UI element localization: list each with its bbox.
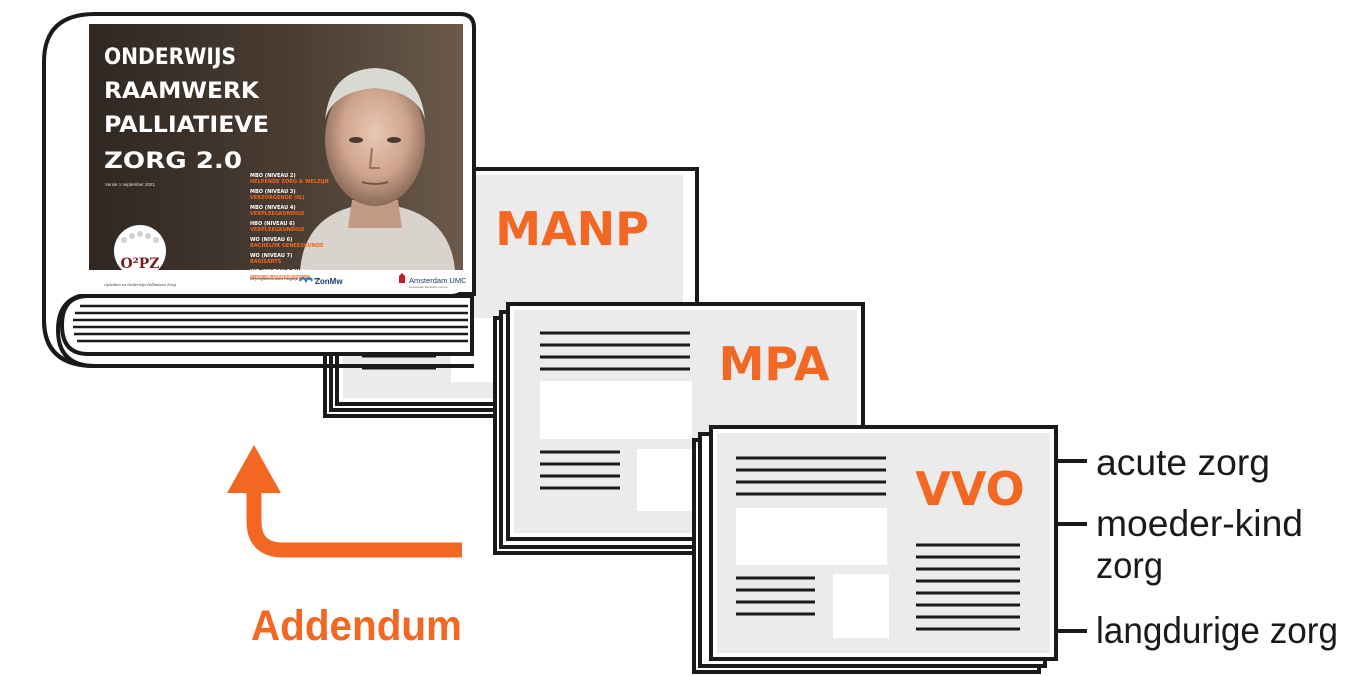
cover-level-1-sub: HELPENDE ZORG & WELZIJN <box>250 179 329 185</box>
vvo-text-lines-bottom <box>736 576 815 616</box>
cover-level-4-sub: VERPLEEGKUNDIGE <box>250 227 305 233</box>
amsterdam-umc-subtext: Universitair Medische Centra <box>409 285 448 289</box>
vvo-document-stack: VVO <box>692 425 1058 674</box>
cover-level-5-sub: BACHELOR GENEESKUNDE <box>250 243 324 249</box>
amsterdam-umc-text: Amsterdam UMC <box>409 276 467 285</box>
branch-label-acute: acute zorg <box>1096 442 1270 483</box>
vvo-image-block-small <box>833 574 889 638</box>
mpa-text-lines-top <box>540 331 690 371</box>
cover-level-3: MBO (NIVEAU 4) <box>250 205 296 211</box>
zonmw-logo-text: ZonMw <box>315 277 343 286</box>
mpa-text-lines-bottom <box>540 450 620 490</box>
cover-level-1: MBO (NIVEAU 2) <box>250 173 296 179</box>
cover-level-7-sub: GENEESKUNDIG SPECIALIST BASIS EN GEVORDE… <box>250 275 310 281</box>
mpa-image-block-wide <box>540 381 692 439</box>
cover-level-2: MBO (NIVEAU 3) <box>250 189 296 195</box>
branch-label-moeder-kind: moeder-kind <box>1096 503 1303 544</box>
o2pz-logo-text: O²PZ <box>120 256 159 272</box>
branch-label-langdurig: langdurige zorg <box>1096 610 1338 651</box>
vvo-branches: acute zorg moeder-kind zorg langdurige z… <box>1058 442 1338 651</box>
vvo-text-lines-top <box>736 456 886 496</box>
vvo-image-block-wide <box>736 508 887 565</box>
book-page-lines <box>73 304 468 343</box>
addendum-arrow <box>227 445 462 558</box>
cover-title-line-2: RAAMWERK <box>104 79 260 104</box>
cover-level-3-sub: VERPLEEGKUNDIGE <box>250 211 305 217</box>
cover-title-line-3: PALLIATIEVE <box>104 113 269 138</box>
funded-text: Dit programma wordt mogelijk gemaakt doo… <box>250 277 322 281</box>
cover-level-4: HBO (NIVEAU 6) <box>250 221 295 227</box>
zonmw-logo: ZonMw <box>299 277 343 286</box>
cover-level-7: WO (NIVEAU 8 EN 8+) <box>250 269 311 275</box>
vvo-label: VVO <box>915 462 1025 516</box>
cover-title-line-4: ZORG 2.0 <box>104 149 242 174</box>
o2pz-caption: Opleiden en Onderwijs Palliatieve Zorg <box>104 283 176 287</box>
cover-levels: MBO (NIVEAU 2) HELPENDE ZORG & WELZIJN M… <box>250 173 329 281</box>
branch-label-moeder-kind-line2: zorg <box>1096 545 1163 586</box>
mpa-image-block-small <box>637 449 695 511</box>
addendum-label: Addendum <box>251 602 462 650</box>
cover-level-6: WO (NIVEAU 7) <box>250 253 292 259</box>
book: ONDERWIJS RAAMWERK PALLIATIEVE ZORG 2.0 … <box>42 12 476 368</box>
cover-title-line-1: ONDERWIJS <box>104 45 236 70</box>
cover-level-2-sub: VERZORGENDE (IG) <box>250 195 304 201</box>
manp-label: MANP <box>495 202 649 256</box>
cover-version: Versie 1 september 2021 <box>105 182 156 187</box>
amsterdam-umc-logo: Amsterdam UMC Universitair Medische Cent… <box>399 273 467 289</box>
cover-portrait-image <box>300 68 455 270</box>
book-pages <box>59 294 474 356</box>
mpa-label: MPA <box>719 337 830 391</box>
cover-title: ONDERWIJS RAAMWERK PALLIATIEVE ZORG 2.0 … <box>104 45 269 187</box>
cover-level-5: WO (NIVEAU 6) <box>250 237 292 243</box>
vvo-text-lines-right <box>916 543 1020 631</box>
cover-level-6-sub: BASISARTS <box>250 259 282 265</box>
o2pz-logo: O²PZ <box>114 225 166 277</box>
